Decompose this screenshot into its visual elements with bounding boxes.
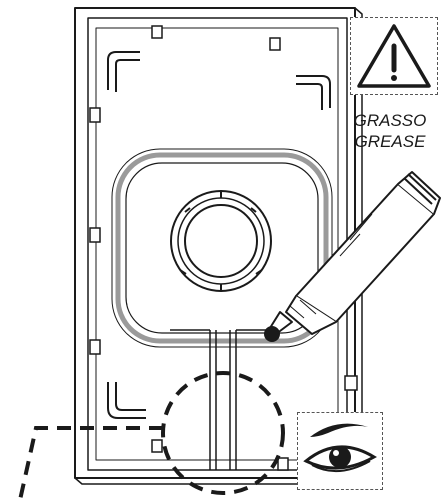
frame-tabs — [89, 25, 358, 471]
grease-tube — [264, 171, 441, 342]
central-ring — [170, 190, 272, 292]
grease-label-english: GREASE — [354, 132, 426, 151]
inspection-magnifier — [18, 371, 285, 500]
gasket-groove — [111, 148, 333, 348]
corner-clips — [107, 51, 331, 419]
drain-channel — [170, 329, 280, 470]
warning-triangle-icon — [357, 24, 431, 88]
inspection-callout — [297, 412, 383, 490]
grease-label-italian: GRASSO — [353, 111, 427, 130]
eye-icon — [303, 423, 377, 472]
warning-callout — [350, 17, 438, 95]
